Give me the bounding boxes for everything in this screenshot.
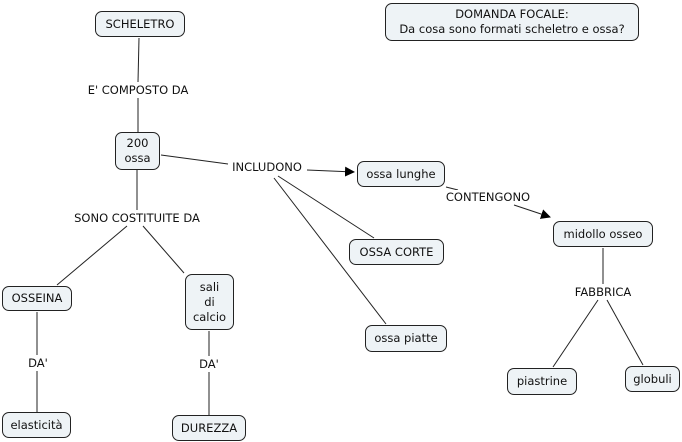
line-200-includono [160,154,229,165]
line-costituite-sali [142,225,185,274]
concept-osseina[interactable]: OSSEINA [2,286,72,311]
line-fabbrica-piastrine [552,299,599,368]
concept-midollo-osseo[interactable]: midollo osseo [553,221,653,247]
concept-200-ossa[interactable]: 200 ossa [115,132,160,170]
concept-ossa-piatte[interactable]: ossa piatte [365,325,447,352]
concept-scheletro[interactable]: SCHELETRO [95,11,185,37]
line-contengono-midollo [513,204,551,219]
line-includono-lunghe [306,166,355,177]
link-label-costituite: SONO COSTITUITE DA [73,211,201,225]
concept-durezza[interactable]: DUREZZA [172,415,246,441]
line-fabbrica-globuli [606,299,644,366]
line-includono-corte [277,175,375,239]
concept-globuli[interactable]: globuli [625,366,680,392]
link-label-includono: INCLUDONO [231,160,303,174]
concept-sali-di-calcio[interactable]: sali di calcio [185,274,234,330]
concept-elasticita[interactable]: elasticità [2,412,71,438]
concept-ossa-corte[interactable]: OSSA CORTE [349,239,444,265]
link-label-contengono: CONTENGONO [444,190,532,204]
focus-question-text: Da cosa sono formati scheletro e ossa? [399,22,625,36]
line-includono-piatte [273,177,387,325]
concept-piastrine[interactable]: piastrine [507,368,577,395]
line-costituite-osseina [56,225,128,286]
link-label-fabbrica: FABBRICA [573,285,633,299]
focus-question[interactable]: DOMANDA FOCALE:Da cosa sono formati sche… [385,3,639,41]
concept-ossa-lunghe[interactable]: ossa lunghe [357,161,445,187]
line-lunghe-contengono [445,186,459,191]
link-label-da-sali: DA' [198,357,220,371]
focus-question-title: DOMANDA FOCALE: [455,7,569,21]
link-label-da-osseina: DA' [27,356,49,370]
link-label-composto: E' COMPOSTO DA [86,83,190,97]
line-scheletro-composto [137,37,140,83]
